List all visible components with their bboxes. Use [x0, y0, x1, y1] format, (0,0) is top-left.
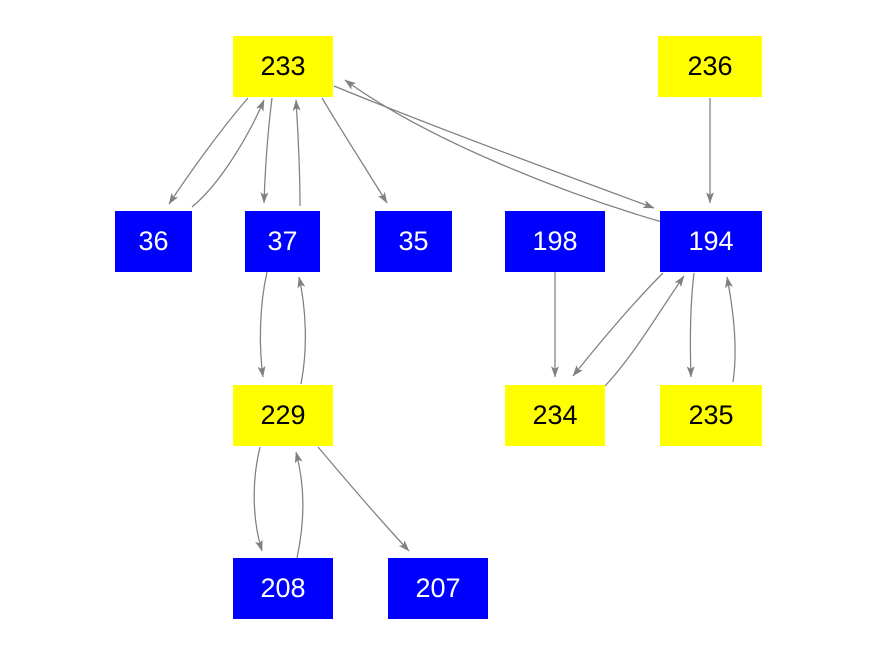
- graph-node-label-35: 35: [398, 226, 429, 256]
- graph-node-194[interactable]: 194: [660, 211, 762, 272]
- graph-node-35[interactable]: 35: [375, 211, 452, 272]
- graph-node-label-233: 233: [260, 51, 306, 81]
- graph-node-208[interactable]: 208: [233, 558, 333, 619]
- edge-234-to-194: [604, 275, 685, 387]
- edge-37-to-233: [292, 99, 301, 207]
- edge-36-to-233: [191, 99, 265, 208]
- graph-node-236[interactable]: 236: [658, 36, 762, 97]
- graph-node-label-236: 236: [687, 51, 733, 81]
- graph-node-label-194: 194: [688, 226, 734, 256]
- edge-194-to-235: [686, 272, 695, 378]
- edge-233-to-35: [321, 97, 388, 204]
- edge-194-to-234: [572, 272, 664, 377]
- graph-node-229[interactable]: 229: [233, 385, 333, 446]
- edge-233-to-36: [168, 97, 249, 205]
- edge-235-to-194: [725, 276, 736, 383]
- graph-node-36[interactable]: 36: [115, 211, 192, 272]
- graph-node-label-207: 207: [415, 573, 461, 603]
- edge-208-to-229: [294, 451, 304, 559]
- edge-37-to-229: [257, 271, 268, 378]
- graph-node-198[interactable]: 198: [505, 211, 605, 272]
- graph-node-label-235: 235: [688, 400, 734, 430]
- graph-node-label-37: 37: [267, 226, 298, 256]
- graph-node-label-36: 36: [138, 226, 169, 256]
- graph-node-37[interactable]: 37: [245, 211, 320, 272]
- graph-node-234[interactable]: 234: [505, 385, 605, 446]
- graph-node-235[interactable]: 235: [660, 385, 762, 446]
- graph-node-207[interactable]: 207: [388, 558, 488, 619]
- edge-229-to-37: [297, 276, 306, 385]
- graph-node-label-234: 234: [532, 400, 578, 430]
- graph-node-label-208: 208: [260, 573, 306, 603]
- edge-233-to-37: [260, 97, 273, 204]
- edge-229-to-207: [317, 446, 410, 552]
- edge-194-to-233: [344, 79, 663, 223]
- edge-229-to-208: [253, 446, 263, 552]
- edge-233-to-194: [333, 85, 655, 209]
- graph-node-label-198: 198: [532, 226, 578, 256]
- graph-node-233[interactable]: 233: [233, 36, 333, 97]
- graph-node-label-229: 229: [260, 400, 306, 430]
